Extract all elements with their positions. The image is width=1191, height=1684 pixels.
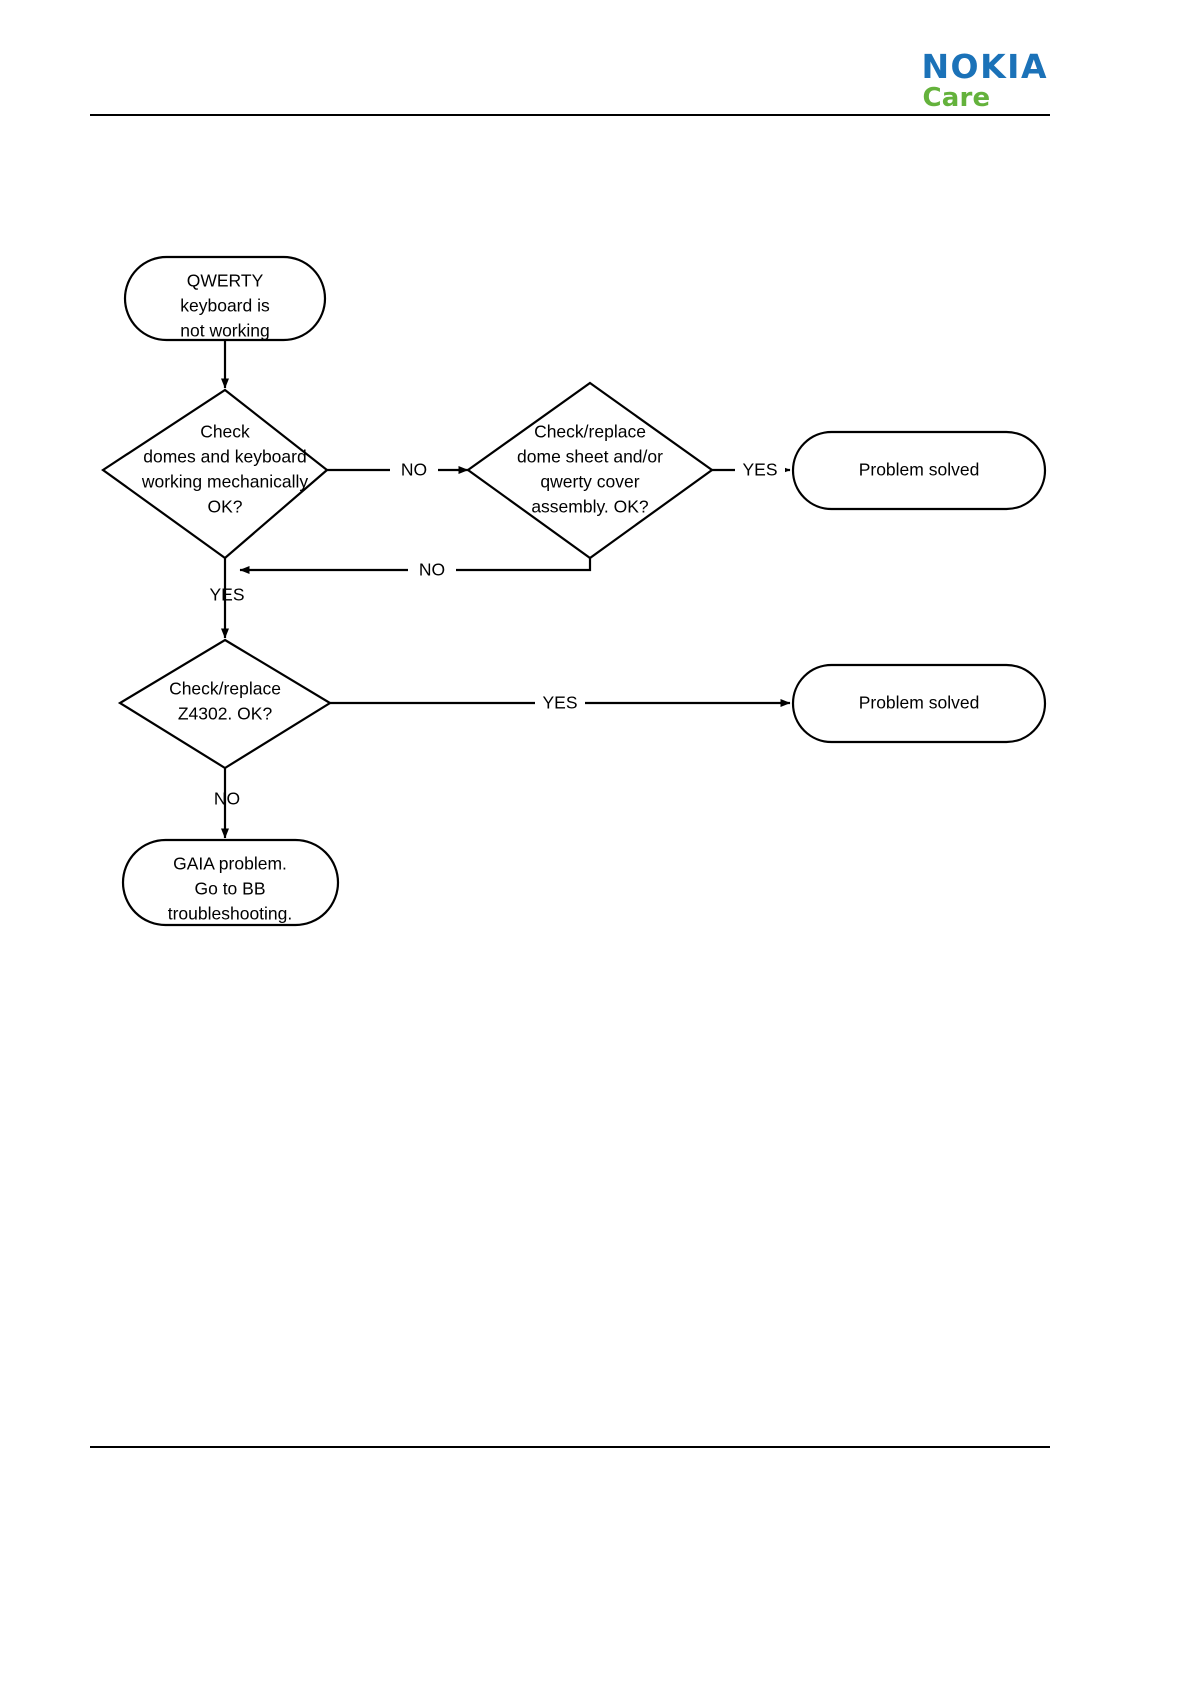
flowchart-canvas: NO YES NO YES YES <box>101 255 1047 927</box>
node-start[interactable]: QWERTY keyboard is not working <box>123 255 327 342</box>
node-problem-solved-1[interactable]: Problem solved <box>791 430 1047 511</box>
node-problem-solved-2-label: Problem solved <box>859 693 980 713</box>
nokia-care-logo: NOKIA Care <box>921 50 1048 111</box>
edge-dome-sheet-yes: YES <box>712 458 791 482</box>
edge-check-domes-no: NO <box>327 458 469 482</box>
node-gaia-line-1: GAIA problem. <box>173 854 287 874</box>
header-divider-rule <box>90 114 1050 116</box>
node-start-line-1: QWERTY <box>187 271 264 291</box>
node-check-domes-line-2: domes and keyboard <box>143 447 306 467</box>
node-check-domes-line-3: working mechanically <box>141 472 309 492</box>
node-start-line-3: not working <box>180 321 270 341</box>
edge-label-yes-3: YES <box>542 693 577 713</box>
node-check-domes[interactable]: Check domes and keyboard working mechani… <box>101 388 329 560</box>
troubleshooting-flowchart: NO YES NO YES YES <box>80 240 1080 940</box>
edge-z4302-no: NO <box>214 768 240 839</box>
node-z4302-line-2: Z4302. OK? <box>178 704 273 724</box>
node-dome-sheet-line-4: assembly. OK? <box>531 497 649 517</box>
node-gaia-problem[interactable]: GAIA problem. Go to BB troubleshooting. <box>121 838 340 927</box>
node-check-domes-line-1: Check <box>200 422 250 442</box>
node-check-domes-line-4: OK? <box>207 497 242 517</box>
brand-nokia-wordmark: NOKIA <box>921 47 1048 86</box>
brand-care-wordmark: Care <box>922 83 991 113</box>
edge-label-yes-2: YES <box>209 585 244 605</box>
edge-label-no-3: NO <box>214 789 240 809</box>
node-dome-sheet-line-3: qwerty cover <box>540 472 639 492</box>
node-start-line-2: keyboard is <box>180 296 270 316</box>
node-dome-sheet-line-1: Check/replace <box>534 422 646 442</box>
edge-check-domes-yes: YES <box>209 558 245 639</box>
edge-label-no-2: NO <box>419 560 445 580</box>
node-problem-solved-1-label: Problem solved <box>859 460 980 480</box>
node-z4302-line-1: Check/replace <box>169 679 281 699</box>
edge-label-yes-1: YES <box>742 460 777 480</box>
node-check-z4302[interactable]: Check/replace Z4302. OK? <box>117 638 333 770</box>
edge-z4302-yes: YES <box>330 691 791 715</box>
node-dome-sheet-line-2: dome sheet and/or <box>517 447 663 467</box>
node-gaia-line-3: troubleshooting. <box>168 904 293 924</box>
node-check-dome-sheet[interactable]: Check/replace dome sheet and/or qwerty c… <box>466 381 714 560</box>
node-problem-solved-2[interactable]: Problem solved <box>791 663 1047 744</box>
node-gaia-line-2: Go to BB <box>194 879 265 899</box>
footer-divider-rule <box>90 1446 1050 1448</box>
edge-label-no-1: NO <box>401 460 427 480</box>
edge-dome-sheet-no: NO <box>239 558 592 582</box>
